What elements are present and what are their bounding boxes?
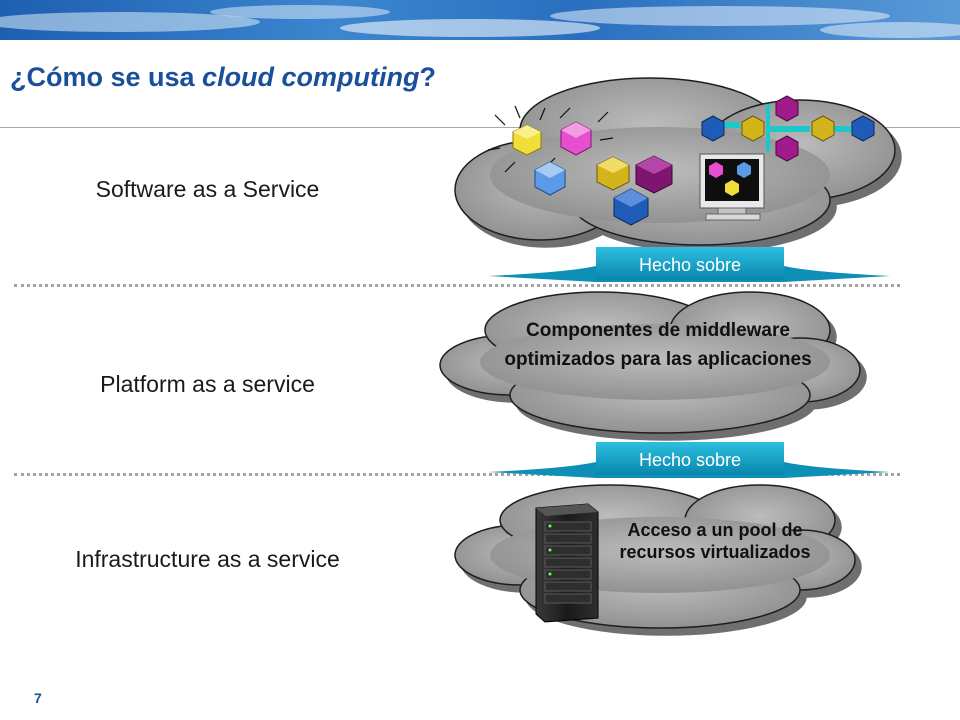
layer-label-iaas: Infrastructure as a service	[75, 546, 340, 572]
paas-cloud	[439, 291, 867, 441]
connector-label-1: Hecho sobre	[639, 255, 741, 275]
page-number: 7	[34, 690, 42, 706]
title-prefix: ¿Cómo se usa	[10, 62, 203, 92]
layer-label-saas: Software as a Service	[95, 176, 320, 202]
title-emphasis: cloud computing	[202, 62, 420, 92]
paas-cloud-text: Componentes de middleware optimizados pa…	[504, 320, 812, 370]
iaas-cloud-text: Acceso a un pool de recursos virtualizad…	[619, 520, 811, 562]
connector-label-2: Hecho sobre	[639, 450, 741, 470]
app-component-cubes-icon	[487, 105, 673, 226]
connector-hecho-sobre-1: Hecho sobre	[488, 247, 890, 282]
layer-divider-bottom	[14, 473, 900, 476]
connector-hecho-sobre-2: Hecho sobre	[488, 442, 890, 478]
server-rack-icon	[535, 503, 599, 623]
layer-divider-top	[14, 284, 900, 287]
title-rule	[0, 127, 960, 128]
sky-banner	[0, 0, 960, 40]
slide-title: ¿Cómo se usa cloud computing?	[10, 62, 436, 93]
title-suffix: ?	[419, 62, 437, 92]
desktop-monitor-icon	[699, 153, 765, 221]
service-workflow-icon	[701, 95, 875, 162]
saas-cloud	[454, 77, 902, 253]
layer-label-paas: Platform as a service	[100, 371, 315, 397]
